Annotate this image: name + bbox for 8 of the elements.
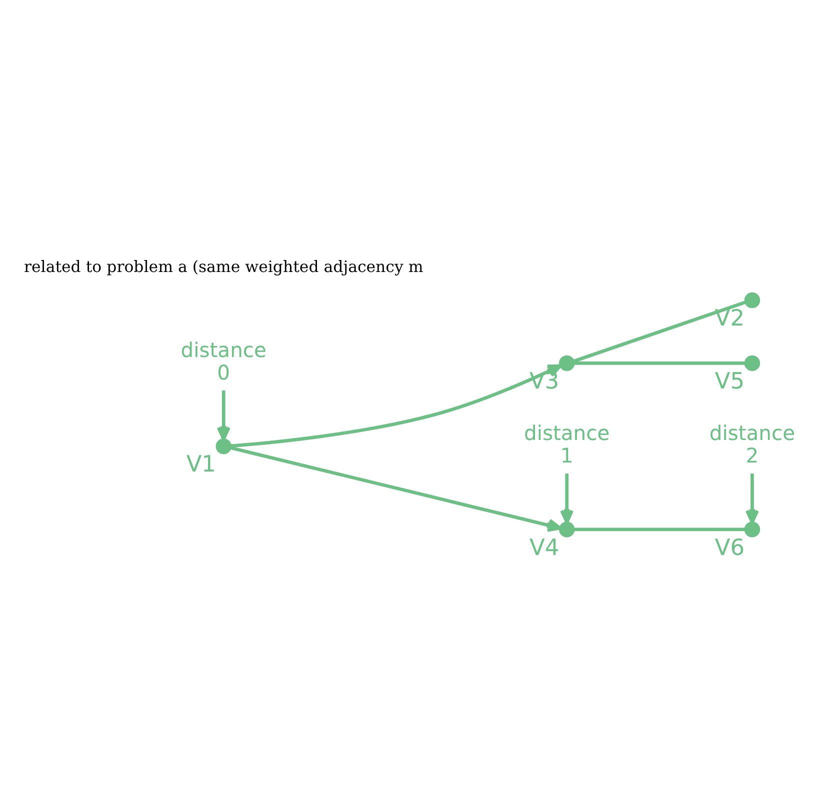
node-label: V6 (714, 534, 745, 561)
label: related to problem a (same weighted adjacency m (24, 256, 424, 276)
node-label: V4 (530, 534, 560, 561)
node-text: distance 1 (524, 421, 610, 468)
node-label: V5 (714, 368, 745, 394)
node-text: distance 2 (709, 421, 796, 468)
node-label: V1 (186, 452, 216, 478)
node-text: distance 0 (180, 338, 266, 384)
